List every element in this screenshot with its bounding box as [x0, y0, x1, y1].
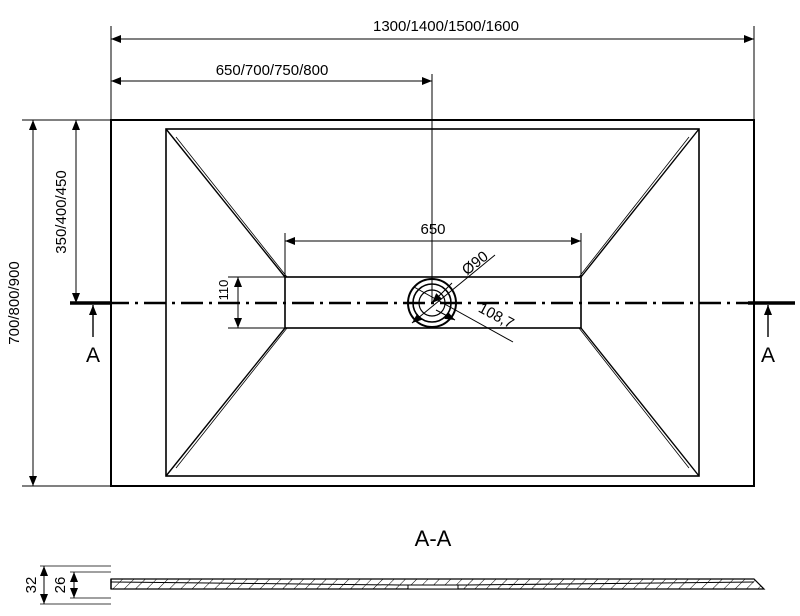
- section-label-right: A: [761, 344, 775, 367]
- overall-width-label: 700/800/900: [6, 261, 23, 344]
- drain-channel-width-dimension: 110: [216, 276, 285, 329]
- height-tray-dimension: 26: [52, 571, 111, 599]
- drain: [407, 278, 457, 328]
- drain-channel-length-dimension: 650: [284, 221, 582, 277]
- overall-length-label: 1300/1400/1500/1600: [373, 18, 519, 35]
- section-marker-left: A: [86, 305, 100, 367]
- half-length-dimension: 650/700/750/800: [111, 62, 432, 85]
- height-tray-label: 26: [52, 577, 69, 594]
- overall-length-dimension: 1300/1400/1500/1600: [110, 18, 755, 120]
- height-total-dimension: 32: [23, 565, 111, 605]
- section-label-left: A: [86, 344, 100, 367]
- section-title: A-A: [415, 526, 452, 551]
- section-marker-right: A: [761, 305, 775, 367]
- half-width-label: 350/400/450: [53, 170, 70, 253]
- drain-channel-width-label: 110: [216, 280, 231, 301]
- half-width-dimension: 350/400/450: [53, 120, 80, 303]
- half-length-label: 650/700/750/800: [216, 62, 329, 79]
- drain-diameter-label: Ø90: [459, 248, 492, 279]
- height-total-label: 32: [23, 577, 40, 594]
- drain-outer-dimension: 108,7: [413, 286, 517, 343]
- overall-width-dimension: 700/800/900: [6, 119, 111, 487]
- drain-channel-length-label: 650: [420, 221, 445, 238]
- section-view: [110, 578, 766, 590]
